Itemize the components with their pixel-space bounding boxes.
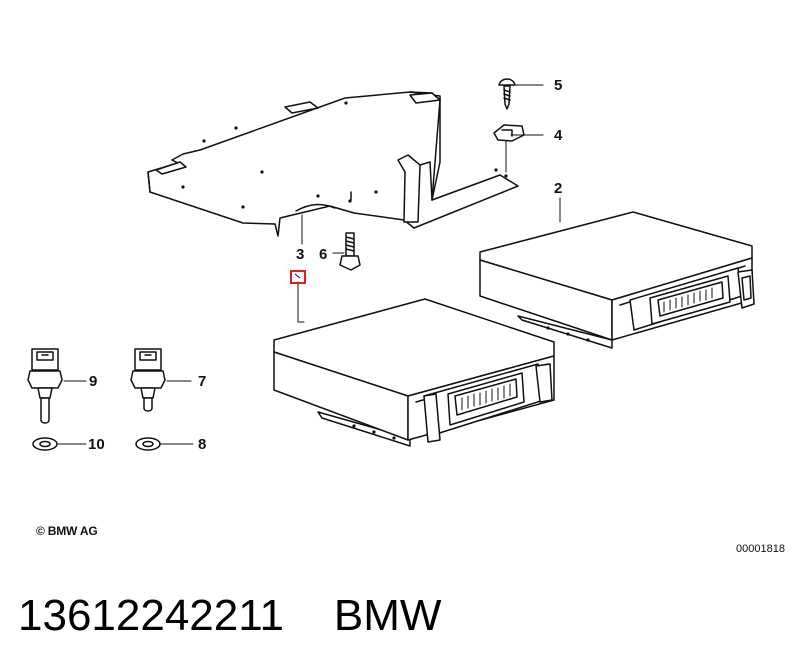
- control-unit-2: [479, 211, 755, 349]
- callout-7: 7: [198, 373, 206, 390]
- callout-5: 5: [554, 77, 562, 94]
- mounting-bracket: [147, 91, 519, 237]
- control-unit-highlighted: [273, 298, 555, 447]
- diagram-id: 00001818: [736, 543, 785, 555]
- callout-9: 9: [89, 373, 97, 390]
- callout-4: 4: [554, 127, 563, 144]
- copyright-notice: © BMW AG: [36, 524, 98, 538]
- bolt-6: [339, 191, 361, 271]
- clip-nut-4: [493, 124, 525, 142]
- selection-marker-tick: [294, 273, 301, 279]
- callout-10: 10: [88, 436, 105, 453]
- leader-lines: [57, 84, 561, 445]
- callout-3: 3: [296, 246, 304, 263]
- callout-2: 2: [554, 180, 562, 197]
- screw-5: [498, 78, 516, 110]
- part-number: 13612242211: [18, 591, 284, 640]
- part-caption: 13612242211 BMW: [18, 586, 441, 646]
- brand-name: BMW: [333, 591, 442, 640]
- callout-6: 6: [319, 246, 327, 263]
- sealing-ring-8: [135, 437, 161, 451]
- selection-marker[interactable]: [290, 270, 306, 284]
- temperature-sensor-7: [130, 348, 166, 412]
- temperature-sensor-9: [27, 348, 63, 424]
- parts-diagram: 2 3 4 5 6 7 8 9 10: [27, 77, 755, 453]
- callout-8: 8: [198, 436, 206, 453]
- sealing-ring-10: [32, 437, 58, 451]
